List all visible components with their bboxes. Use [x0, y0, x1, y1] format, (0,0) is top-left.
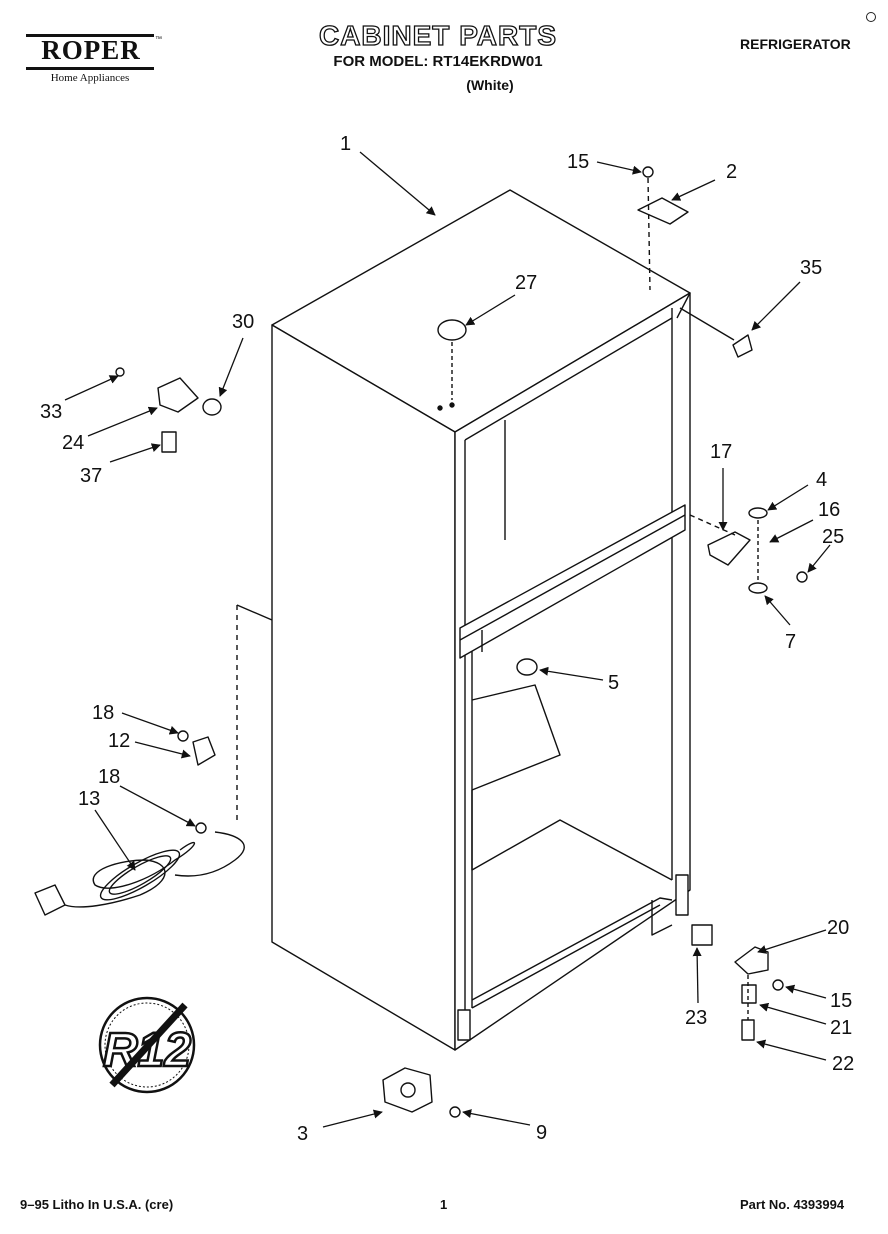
callout-23: 23 [685, 1007, 707, 1029]
callout-16: 16 [818, 499, 840, 521]
callout-25: 25 [822, 526, 844, 548]
brand-subtitle: Home Appliances [50, 72, 130, 84]
product-category: REFRIGERATOR [740, 36, 851, 52]
callout-3: 3 [297, 1123, 308, 1145]
callout-2: 2 [726, 161, 737, 183]
part-number: Part No. 4393994 [740, 1197, 845, 1212]
center-hinge-assembly [516, 507, 808, 676]
tube-assembly [115, 367, 222, 453]
callout-22: 22 [832, 1053, 854, 1075]
brand-trademark: ™ [155, 36, 162, 43]
callout-27: 27 [515, 272, 537, 294]
bottom-hinge-assembly [691, 924, 784, 1041]
callout-33: 33 [40, 401, 62, 423]
page-number: 1 [440, 1197, 448, 1212]
color-variant: (White) [466, 77, 514, 93]
callout-18-lower: 18 [98, 766, 120, 788]
top-hinge-assembly [637, 166, 753, 358]
callout-18-upper: 18 [92, 702, 114, 724]
callout-21: 21 [830, 1017, 852, 1039]
callout-20: 20 [827, 917, 849, 939]
callout-4: 4 [816, 469, 827, 491]
callout-7: 7 [785, 631, 796, 653]
top-cap-plug [437, 319, 467, 411]
registration-mark [866, 12, 876, 22]
power-cord-assembly [34, 604, 273, 916]
callout-37: 37 [80, 465, 102, 487]
r12-badge: R12 [98, 996, 196, 1094]
print-note: 9–95 Litho In U.S.A. (cre) [20, 1197, 174, 1212]
callout-17: 17 [710, 441, 732, 463]
callout-15-top: 15 [567, 151, 589, 173]
leveling-roller [382, 1067, 461, 1118]
model-subtitle: FOR MODEL: RT14EKRDW01 [333, 53, 543, 70]
callout-15-bottom: 15 [830, 990, 852, 1012]
callout-13: 13 [78, 788, 100, 810]
cabinet-body [271, 189, 691, 1051]
callout-labels: 1 2 3 4 5 7 9 12 13 15 15 16 17 18 18 20… [40, 133, 854, 1145]
page-title: CABINET PARTS [318, 19, 558, 51]
callout-35: 35 [800, 257, 822, 279]
callout-9: 9 [536, 1122, 547, 1144]
callout-5: 5 [608, 672, 619, 694]
callout-1: 1 [340, 133, 351, 155]
brand-logo-frame [26, 34, 154, 70]
callout-24: 24 [62, 432, 84, 454]
callout-12: 12 [108, 730, 130, 752]
brand-logo: ROPER [41, 35, 141, 65]
callout-30: 30 [232, 311, 254, 333]
callout-leaders [64, 151, 831, 1128]
